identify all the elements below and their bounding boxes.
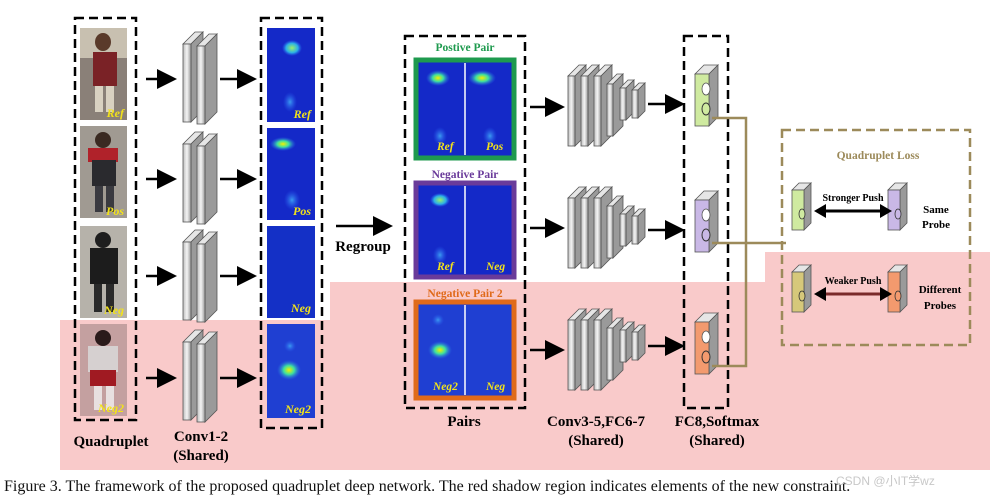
loss-block-negative2 — [887, 264, 908, 313]
conv35-shared-label: (Shared) — [568, 433, 624, 449]
quadruplet-loss-title: Quadruplet Loss — [837, 150, 920, 162]
stronger-push-label: Stronger Push — [822, 193, 883, 204]
conv35-layers — [567, 64, 646, 391]
fc67-slab — [631, 324, 646, 361]
loss-block-negative — [887, 182, 908, 231]
loss-blocks — [791, 182, 908, 313]
weaker-push: Weaker Push — [814, 276, 892, 301]
loss-connectors — [712, 116, 786, 368]
weaker-push-label: Weaker Push — [825, 276, 882, 287]
feature-neg-label: Neg — [290, 301, 311, 315]
stronger-push: Stronger Push — [814, 193, 892, 218]
quadruplet-loss-box — [780, 128, 972, 347]
image-neg2: Neg2 — [80, 324, 127, 416]
feature-map-neg2: Neg2 — [267, 324, 315, 418]
positive-left-label: Ref — [436, 141, 455, 153]
positive-pair: Ref Pos — [413, 57, 517, 161]
fc8-block-negative2 — [694, 312, 719, 375]
figure-caption: Figure 3. The framework of the proposed … — [4, 478, 851, 495]
fc8-blocks — [694, 64, 719, 375]
negative-right-label: Neg — [485, 261, 505, 273]
different-probes-line1: Different — [919, 284, 962, 296]
feature-map-box — [259, 16, 324, 430]
feature-neg2-label: Neg2 — [284, 402, 311, 416]
conv12-slab-b — [196, 231, 218, 323]
positive-pair-title: Postive Pair — [435, 42, 494, 54]
fc67-slab — [631, 208, 646, 245]
conv12-slab-b — [196, 331, 218, 423]
image-pos-label: Pos — [106, 204, 124, 218]
regroup-label: Regroup — [335, 239, 391, 255]
conv12-shared-label: (Shared) — [173, 448, 229, 464]
negative2-left-label: Neg2 — [432, 381, 458, 393]
image-neg-label: Neg — [103, 303, 124, 317]
conv12-slab-b — [196, 133, 218, 225]
conv12-label: Conv1-2 — [174, 429, 228, 445]
fc8-block-positive — [694, 64, 719, 127]
image-neg2-label: Neg2 — [97, 401, 124, 415]
pairs-label: Pairs — [447, 414, 480, 430]
feature-map-pos: Pos — [267, 128, 315, 220]
loss-block-positive — [791, 182, 812, 231]
fc-arrows — [648, 94, 685, 356]
feature-map-ref: Ref — [267, 28, 315, 122]
negative-left-label: Ref — [436, 261, 455, 273]
different-probes-line2: Probes — [924, 300, 957, 312]
feature-ref-label: Ref — [293, 107, 312, 121]
image-ref-label: Ref — [106, 106, 125, 120]
feature-map-neg: Neg — [267, 226, 315, 318]
negative-pair: Ref Neg — [413, 180, 517, 280]
feature-arrows — [220, 69, 257, 388]
input-arrows — [146, 69, 177, 388]
loss-block-weak-left — [791, 264, 812, 313]
image-neg: Neg — [80, 226, 127, 318]
pairs-box — [403, 34, 527, 410]
negative-pair-2: Neg2 Neg — [413, 299, 517, 401]
negative2-right-label: Neg — [485, 381, 505, 393]
quadruplet-label: Quadruplet — [73, 434, 148, 450]
fc8-shared-label: (Shared) — [689, 433, 745, 449]
fc8-block-negative — [694, 190, 719, 253]
watermark: CSDN @小IT学wz — [836, 474, 935, 488]
feature-pos-label: Pos — [293, 204, 311, 218]
conv35-slab — [606, 195, 624, 259]
quadruplet-box — [73, 16, 138, 422]
positive-right-label: Pos — [486, 141, 504, 153]
image-ref: Ref — [80, 28, 127, 120]
conv35-label: Conv3-5,FC6-7 — [547, 414, 645, 430]
negative-pair-title: Negative Pair — [432, 169, 499, 181]
conv12-layers — [182, 31, 218, 423]
pair-arrows — [530, 97, 565, 360]
negative-pair2-title: Negative Pair 2 — [427, 288, 502, 300]
fc8-label: FC8,Softmax — [675, 414, 760, 430]
fc8-box — [682, 34, 730, 410]
same-probe-line2: Probe — [922, 219, 950, 231]
image-pos: Pos — [80, 126, 127, 218]
conv12-slab-b — [196, 33, 218, 125]
same-probe-line1: Same — [923, 204, 949, 216]
fc67-slab — [631, 82, 646, 119]
